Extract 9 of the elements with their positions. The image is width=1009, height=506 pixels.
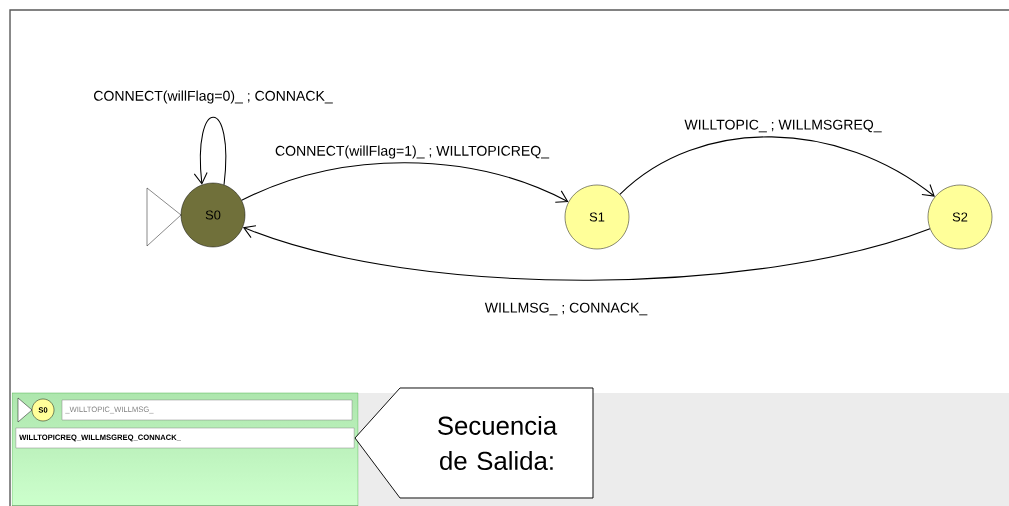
edge-label: CONNECT(willFlag=1)_ ; WILLTOPICREQ_ [273, 144, 551, 160]
edge-label: CONNECT(willFlag=0)_ ; CONNACK_ [92, 89, 334, 105]
arrow [241, 162, 569, 203]
edge-label: WILLTOPIC_ ; WILLMSGREQ_ [683, 118, 883, 134]
arrow [619, 136, 935, 197]
arrow [242, 225, 931, 281]
arrow [193, 116, 227, 186]
edge-label: WILLMSG_ ; CONNACK_ [483, 301, 649, 317]
callout: Secuencia de Salida: [354, 387, 594, 499]
